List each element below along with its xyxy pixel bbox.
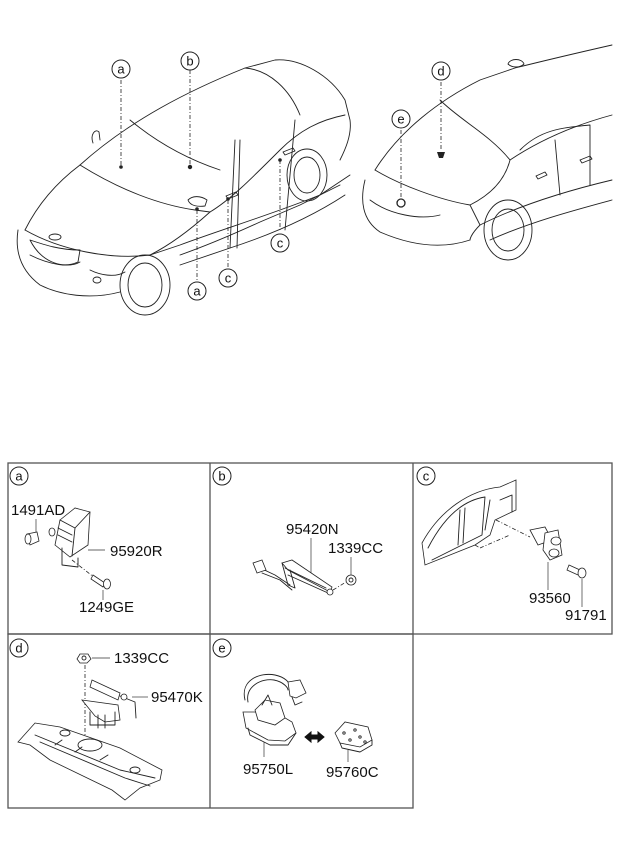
svg-text:a: a: [117, 62, 125, 77]
callout-d-rear: d: [431, 61, 451, 81]
license-lamp-95750L-icon: [242, 673, 307, 746]
panel-d-callout: d: [15, 641, 22, 656]
callout-a-front-bottom: a: [187, 281, 207, 301]
module-95470K-icon: [81, 679, 137, 729]
part-label-1491AD: 1491AD: [11, 502, 65, 519]
callout-a-front-top: a: [111, 59, 131, 79]
part-label-1249GE: 1249GE: [79, 599, 134, 616]
double-arrow-icon: [304, 730, 325, 744]
rear-package-tray-icon: [17, 722, 163, 801]
part-label-1339CC-d: 1339CC: [114, 650, 169, 667]
rear-car-illustration: [362, 44, 613, 261]
panel-a: a 1491AD 95920R 1249GE: [9, 466, 163, 616]
part-label-95750L: 95750L: [243, 761, 293, 778]
front-car-illustration: [16, 59, 351, 316]
panel-a-callout: a: [15, 469, 23, 484]
part-label-95420N: 95420N: [286, 521, 339, 538]
part-label-91791: 91791: [565, 607, 607, 624]
nut-1339CC-b-icon: [345, 574, 357, 586]
svg-text:c: c: [277, 236, 284, 251]
callout-e-rear: e: [391, 109, 411, 129]
switch-93560-icon: [529, 526, 563, 561]
panel-b-callout: b: [218, 469, 225, 484]
callout-b-front: b: [180, 51, 200, 71]
panel-e-callout: e: [218, 641, 225, 656]
parts-grid: [7, 462, 613, 809]
part-label-95470K: 95470K: [151, 689, 203, 706]
panel-b: b 95420N 1339CC: [212, 466, 383, 596]
part-label-95760C: 95760C: [326, 764, 379, 781]
part-label-93560: 93560: [529, 590, 571, 607]
sensor-95920R-icon: [48, 507, 91, 568]
clip-1491AD-icon: [24, 531, 40, 546]
part-label-95920R: 95920R: [110, 543, 163, 560]
body-side-panel-icon: [421, 479, 517, 566]
part-label-1339CC-b: 1339CC: [328, 540, 383, 557]
svg-text:d: d: [437, 64, 444, 79]
svg-text:a: a: [193, 284, 201, 299]
panel-c: c 93560 91791: [416, 466, 607, 624]
svg-text:e: e: [397, 112, 404, 127]
callout-c-front-right: c: [270, 233, 290, 253]
svg-text:c: c: [225, 271, 232, 286]
antenna-95420N-icon: [252, 559, 334, 596]
lamp-lens-95760C-icon: [334, 721, 373, 753]
panel-c-callout: c: [423, 469, 430, 484]
panel-d: d 1339CC 95470K: [9, 638, 203, 801]
nut-1339CC-d-icon: [76, 653, 92, 664]
panel-e: e 95750L 95760C: [212, 638, 379, 781]
screw-91791-icon: [566, 564, 587, 579]
screw-1249GE-icon: [90, 574, 111, 590]
svg-text:b: b: [186, 54, 193, 69]
callout-c-front-left: c: [218, 268, 238, 288]
